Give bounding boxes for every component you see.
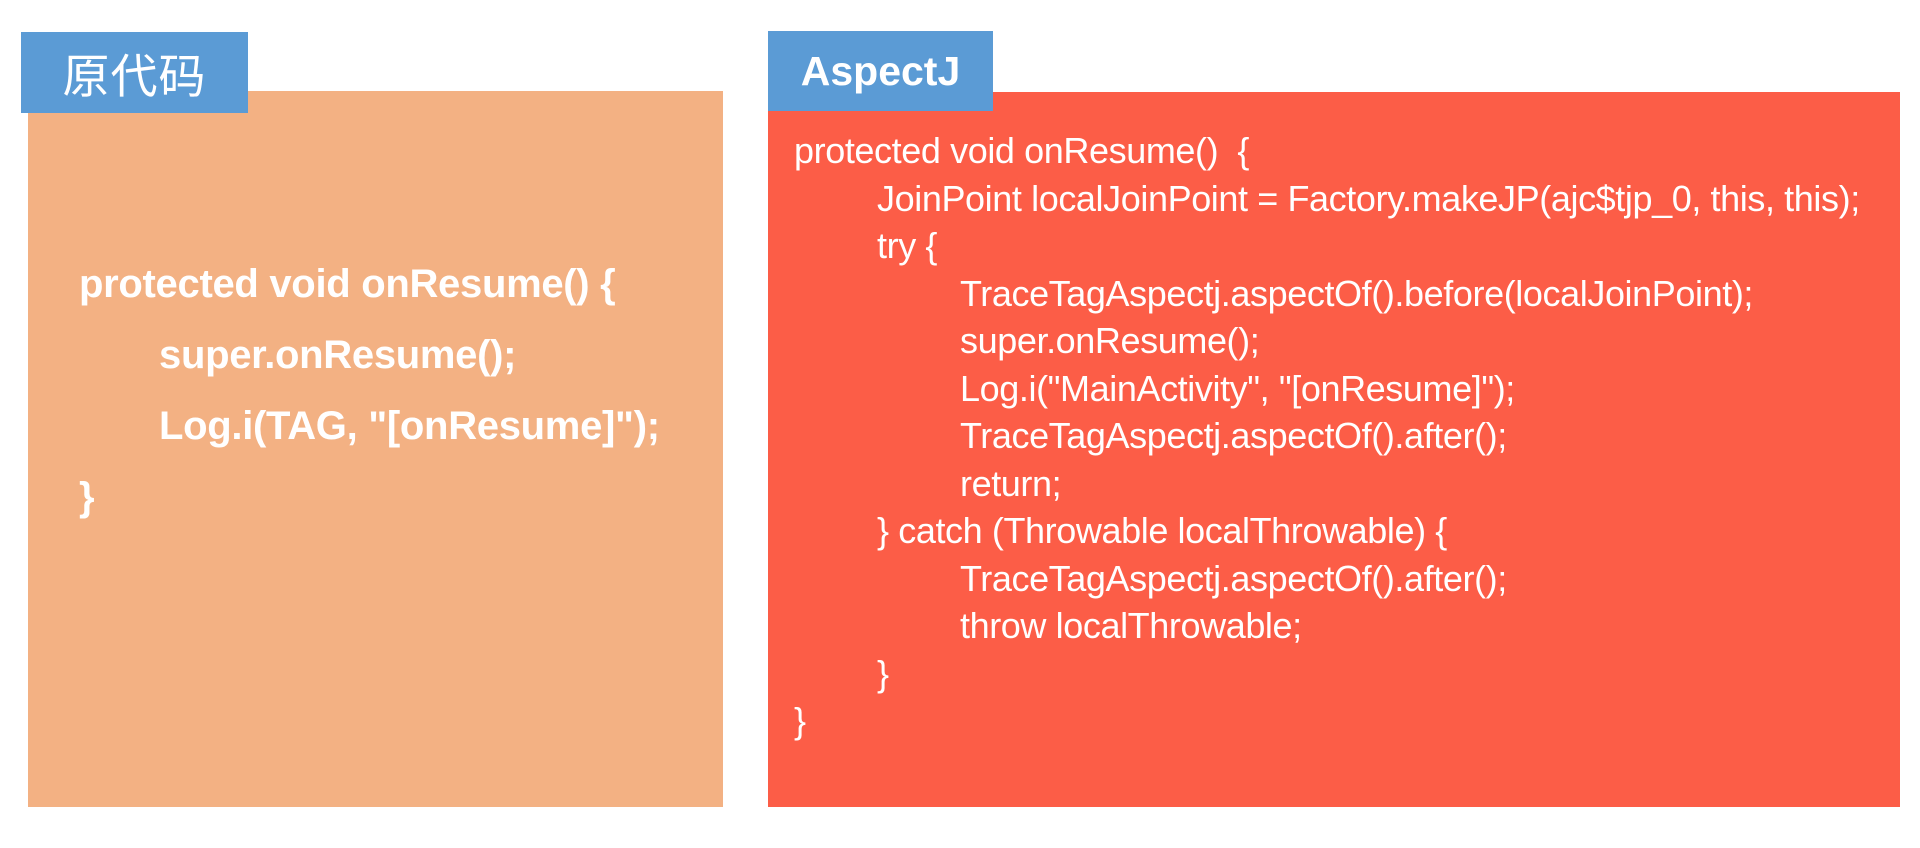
code-line: try { (877, 225, 938, 266)
original-code-block: protected void onResume() { super.onResu… (28, 249, 723, 533)
code-line: Log.i(TAG, "[onResume]"); (159, 404, 660, 448)
aspectj-code-panel: protected void onResume() { JoinPoint lo… (768, 92, 1900, 807)
code-line: TraceTagAspectj.aspectOf().after(); (960, 557, 1507, 599)
tab-original-code: 原代码 (21, 32, 248, 113)
code-line: Log.i("MainActivity", "[onResume]"); (960, 367, 1515, 409)
code-line: } catch (Throwable localThrowable) { (877, 510, 1447, 551)
code-line: protected void onResume() { (794, 130, 1250, 171)
code-line: super.onResume(); (159, 333, 517, 377)
code-line: protected void onResume() { (79, 262, 616, 306)
code-line: JoinPoint localJoinPoint = Factory.makeJ… (877, 177, 1860, 219)
tab-aspectj-label: AspectJ (800, 47, 961, 94)
original-code-panel: protected void onResume() { super.onResu… (28, 91, 723, 807)
code-line: } (877, 652, 889, 694)
code-line: throw localThrowable; (960, 605, 1302, 646)
aspectj-code-block: protected void onResume() { JoinPoint lo… (768, 127, 1900, 745)
code-line: return; (960, 462, 1062, 504)
tab-aspectj: AspectJ (768, 31, 993, 111)
code-line: TraceTagAspectj.aspectOf().after(); (960, 415, 1507, 456)
code-line: TraceTagAspectj.aspectOf().before(localJ… (960, 272, 1754, 314)
tab-original-code-label: 原代码 (62, 52, 207, 104)
code-line: super.onResume(); (960, 320, 1260, 361)
code-line: } (794, 700, 806, 741)
code-line: } (79, 475, 95, 519)
